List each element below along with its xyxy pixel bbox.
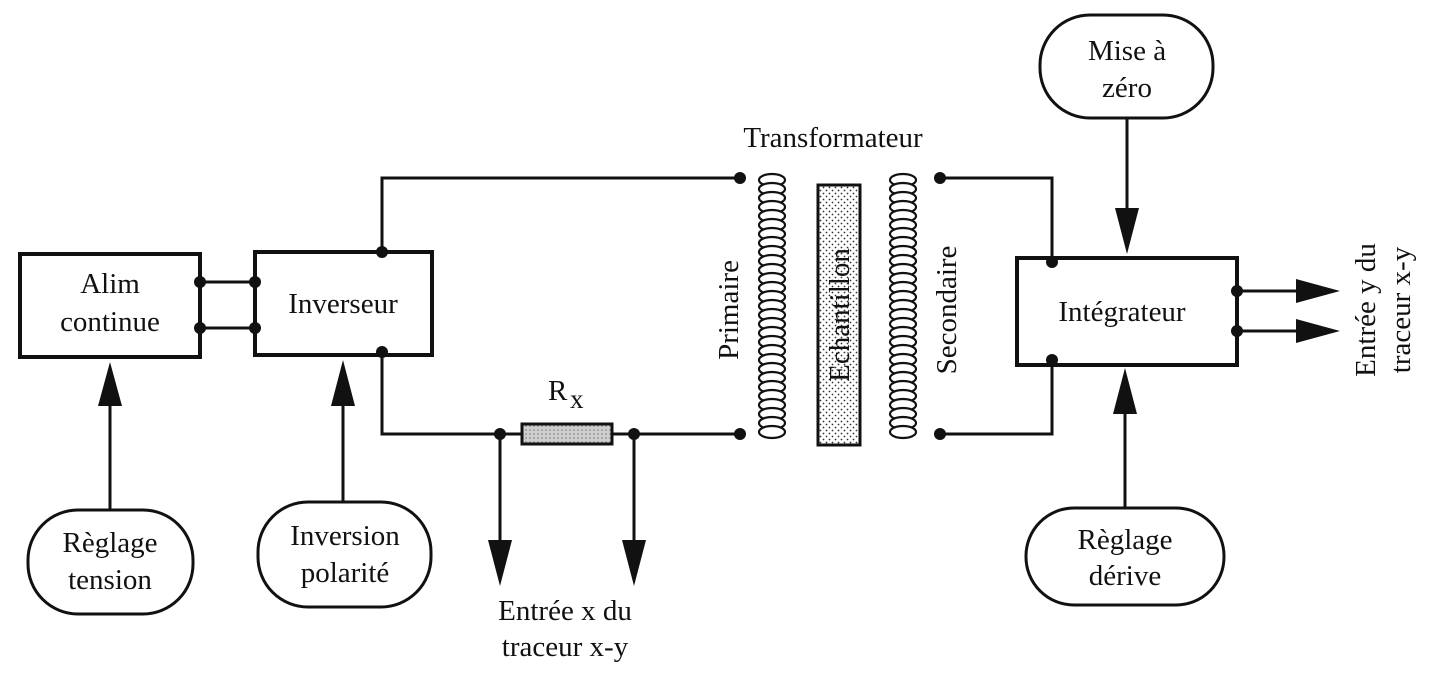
mise-a-zero-line1: Mise à	[1088, 35, 1166, 67]
reglage-derive-line2: dérive	[1089, 560, 1161, 592]
alim-continue-block: Alim continue	[18, 252, 202, 359]
integrateur-block: Intégrateur	[1015, 256, 1239, 367]
inversion-polarite-control: Inversion polarité	[256, 360, 433, 609]
echantillon-sample: Echantillon	[816, 183, 862, 447]
echantillon-label: Echantillon	[824, 248, 856, 382]
coil-turn	[888, 424, 918, 440]
reglage-derive-control: Règlage dérive	[1024, 368, 1226, 607]
primary-coil	[757, 172, 787, 440]
rx-label-main: R	[548, 375, 568, 407]
transformateur-label: Transformateur	[743, 122, 923, 154]
entree-x-label-line2: traceur x-y	[502, 631, 629, 663]
entree-y-label-line2: traceur x-y	[1385, 246, 1417, 373]
inverseur-block: Inverseur	[253, 250, 434, 357]
secondary-circuit-wires	[934, 172, 1058, 440]
reglage-tension-line1: Règlage	[62, 527, 157, 559]
secondary-coil	[888, 172, 918, 440]
inversion-polarite-line1: Inversion	[290, 520, 400, 552]
secondaire-label: Secondaire	[931, 246, 963, 375]
reglage-tension-control: Règlage tension	[26, 362, 195, 616]
mise-a-zero-control: Mise à zéro	[1038, 13, 1215, 254]
entree-y-arrows	[1231, 279, 1340, 343]
integrateur-label: Intégrateur	[1058, 296, 1186, 328]
entree-x-arrows	[488, 434, 646, 586]
mise-a-zero-line2: zéro	[1102, 72, 1152, 104]
reglage-tension-line2: tension	[68, 564, 152, 596]
alim-label-line1: Alim	[80, 268, 140, 300]
inverseur-label: Inverseur	[288, 288, 398, 320]
primaire-label: Primaire	[713, 260, 745, 360]
reglage-derive-line1: Règlage	[1077, 524, 1172, 556]
coil-turn	[757, 424, 787, 440]
resistor-rx: R x	[520, 375, 614, 446]
entree-y-label-line1: Entrée y du	[1350, 243, 1382, 377]
inversion-polarite-line2: polarité	[301, 557, 390, 589]
alim-label-line2: continue	[60, 306, 160, 338]
entree-x-label-line1: Entrée x du	[498, 595, 632, 627]
primary-circuit-wires	[376, 172, 746, 440]
rx-label-sub: x	[570, 384, 584, 414]
alim-inverseur-wires	[194, 276, 261, 334]
